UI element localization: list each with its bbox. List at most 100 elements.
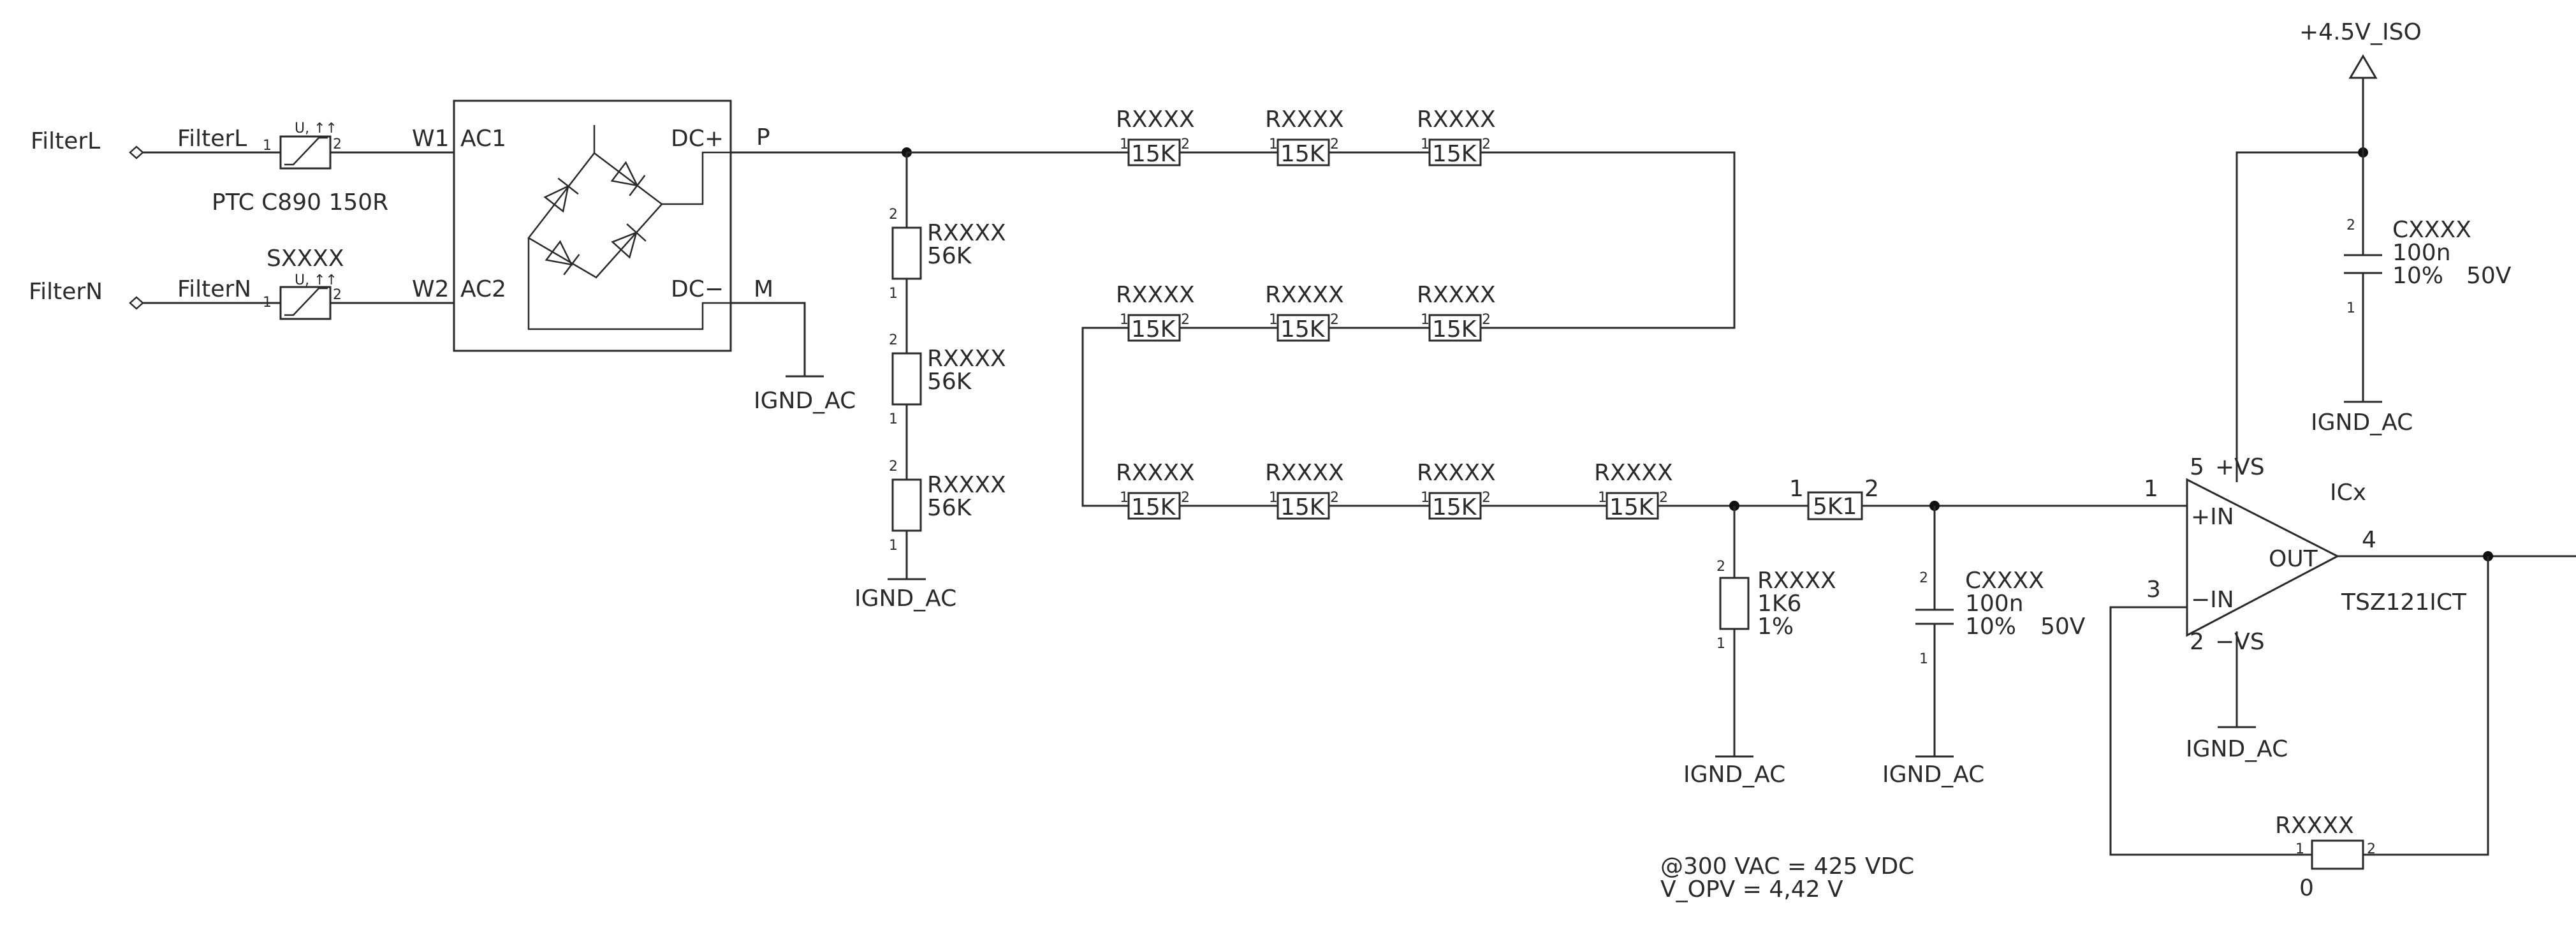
label-m: M bbox=[754, 276, 773, 302]
resistor-5k1-value: 5K1 bbox=[1813, 494, 1857, 520]
resistor-designator: RXXXX bbox=[1594, 460, 1673, 486]
resistor-value: 15K bbox=[1432, 316, 1477, 343]
resistor-56k-pin1: 1 bbox=[889, 286, 898, 302]
resistor-designator: RXXXX bbox=[1265, 107, 1344, 133]
ground-label-m: IGND_AC bbox=[754, 388, 856, 414]
resistor-pin2: 2 bbox=[1482, 490, 1491, 506]
note-line2: V_OPV = 4,42 V bbox=[1660, 876, 1843, 903]
opamp-pin1: 1 bbox=[2144, 476, 2158, 502]
resistor-pin1: 1 bbox=[1421, 490, 1430, 506]
resistor-value: 15K bbox=[1280, 141, 1326, 167]
resistor-pin1: 1 bbox=[1269, 312, 1278, 328]
opamp-pin3: 3 bbox=[2146, 577, 2161, 603]
resistor-value: 15K bbox=[1432, 141, 1477, 167]
opamp-pin4: 4 bbox=[2362, 527, 2376, 553]
opamp-out-label: OUT bbox=[2269, 546, 2318, 572]
capacitor-filter-pin2: 2 bbox=[1919, 570, 1928, 586]
resistor-feedback-pin2: 2 bbox=[2367, 841, 2376, 857]
power-arrow-icon bbox=[2348, 54, 2378, 79]
resistor-feedback-value: 0 bbox=[2299, 875, 2314, 901]
resistor-pin1: 1 bbox=[1120, 490, 1129, 506]
wire-vs-plus bbox=[2236, 151, 2363, 482]
opamp-pin2: 2 bbox=[2190, 629, 2204, 655]
opamp-body bbox=[2186, 478, 2340, 637]
ptc-top-symbol: U, ↑↑ bbox=[295, 121, 337, 136]
resistor-value: 15K bbox=[1609, 494, 1655, 520]
opamp-designator: ICx bbox=[2330, 480, 2366, 506]
resistor-designator: RXXXX bbox=[1116, 460, 1195, 486]
resistor-56k-pin1: 1 bbox=[889, 411, 898, 427]
connector-filtern bbox=[129, 296, 144, 310]
ground-label-opamp: IGND_AC bbox=[2186, 736, 2288, 762]
ground-label-cfilter: IGND_AC bbox=[1882, 762, 1984, 788]
net-label-filterl: FilterL bbox=[31, 128, 100, 154]
ptc-bottom-symbol: U, ↑↑ bbox=[295, 272, 337, 288]
capacitor-filter-value: 100n bbox=[1965, 591, 2024, 617]
ground-label-1k6: IGND_AC bbox=[1683, 762, 1785, 788]
resistor-pin1: 1 bbox=[1120, 312, 1129, 328]
resistor-5k1-pin1: 1 bbox=[1789, 476, 1804, 502]
resistor-pin2: 2 bbox=[1330, 490, 1339, 506]
opamp-vs-plus-label: +VS bbox=[2215, 454, 2265, 480]
resistor-pin1: 1 bbox=[1269, 136, 1278, 152]
wire-m bbox=[731, 302, 806, 376]
opamp-in-minus-label: −IN bbox=[2191, 587, 2234, 613]
resistor-56k bbox=[891, 352, 922, 406]
capacitor-filter-designator: CXXXX bbox=[1965, 568, 2044, 594]
capacitor-bypass-value: 100n bbox=[2392, 240, 2451, 266]
resistor-pin2: 2 bbox=[1482, 312, 1491, 328]
connector-filterl bbox=[129, 145, 144, 159]
label-w1: W1 bbox=[412, 126, 450, 152]
resistor-56k-pin2: 2 bbox=[889, 207, 898, 223]
resistor-value: 15K bbox=[1131, 141, 1176, 167]
ptc-top-part: PTC C890 150R bbox=[212, 189, 388, 216]
bridge-diodes bbox=[527, 125, 731, 330]
bridge-dc-plus: DC+ bbox=[671, 126, 724, 152]
resistor-pin2: 2 bbox=[1330, 312, 1339, 328]
resistor-pin2: 2 bbox=[1181, 312, 1190, 328]
capacitor-bypass-pin1: 1 bbox=[2346, 300, 2355, 316]
ptc-bottom-designator: SXXXX bbox=[267, 246, 344, 272]
opamp-vs-minus-label: −VS bbox=[2215, 629, 2265, 655]
resistor-56k bbox=[891, 226, 922, 280]
resistor-designator: RXXXX bbox=[1116, 107, 1195, 133]
wire-chain-turn-right bbox=[1481, 151, 1736, 329]
resistor-designator: RXXXX bbox=[1417, 107, 1496, 133]
resistor-1k6-pin2: 2 bbox=[1716, 559, 1725, 575]
resistor-pin1: 1 bbox=[1269, 490, 1278, 506]
ptc-top-pin2: 2 bbox=[333, 136, 342, 152]
ptc-bottom-pin1: 1 bbox=[263, 295, 272, 311]
resistor-pin2: 2 bbox=[1482, 136, 1491, 152]
wire-label-filterl: FilterL bbox=[177, 126, 247, 152]
ptc-top-pin1: 1 bbox=[263, 138, 272, 154]
resistor-value: 15K bbox=[1280, 494, 1326, 520]
capacitor-bypass-pin2: 2 bbox=[2346, 218, 2355, 233]
resistor-56k-pin1: 1 bbox=[889, 538, 898, 554]
wire-feedback-left bbox=[2109, 606, 2312, 856]
resistor-1k6-pin1: 1 bbox=[1716, 636, 1725, 652]
ptc-bottom-pin2: 2 bbox=[333, 287, 342, 303]
label-p: P bbox=[756, 124, 770, 151]
resistor-pin2: 2 bbox=[1659, 490, 1668, 506]
opamp-part: TSZ121ICT bbox=[2341, 589, 2467, 616]
capacitor-bypass-tolerance: 10% bbox=[2392, 263, 2443, 289]
capacitor-filter-voltage: 50V bbox=[2040, 614, 2086, 640]
resistor-1k6 bbox=[1719, 577, 1750, 630]
capacitor-filter-pin1: 1 bbox=[1919, 651, 1928, 667]
resistor-feedback-designator: RXXXX bbox=[2275, 813, 2354, 839]
resistor-pin1: 1 bbox=[1421, 312, 1430, 328]
resistor-56k-value: 56K bbox=[927, 369, 972, 395]
net-label-filtern: FilterN bbox=[29, 279, 103, 305]
ptc-thermistor-top bbox=[279, 135, 332, 170]
resistor-feedback bbox=[2311, 839, 2364, 870]
resistor-56k-designator: RXXXX bbox=[927, 220, 1006, 246]
wire-feedback-right bbox=[2363, 556, 2489, 856]
resistor-1k6-tolerance: 1% bbox=[1757, 614, 1794, 640]
resistor-5k1-pin2: 2 bbox=[1864, 476, 1879, 502]
ground-label-divider: IGND_AC bbox=[854, 586, 956, 612]
wire-label-filtern: FilterN bbox=[177, 276, 251, 302]
capacitor-bypass-designator: CXXXX bbox=[2392, 217, 2471, 243]
note-line1: @300 VAC = 425 VDC bbox=[1660, 853, 1914, 880]
resistor-designator: RXXXX bbox=[1417, 282, 1496, 308]
